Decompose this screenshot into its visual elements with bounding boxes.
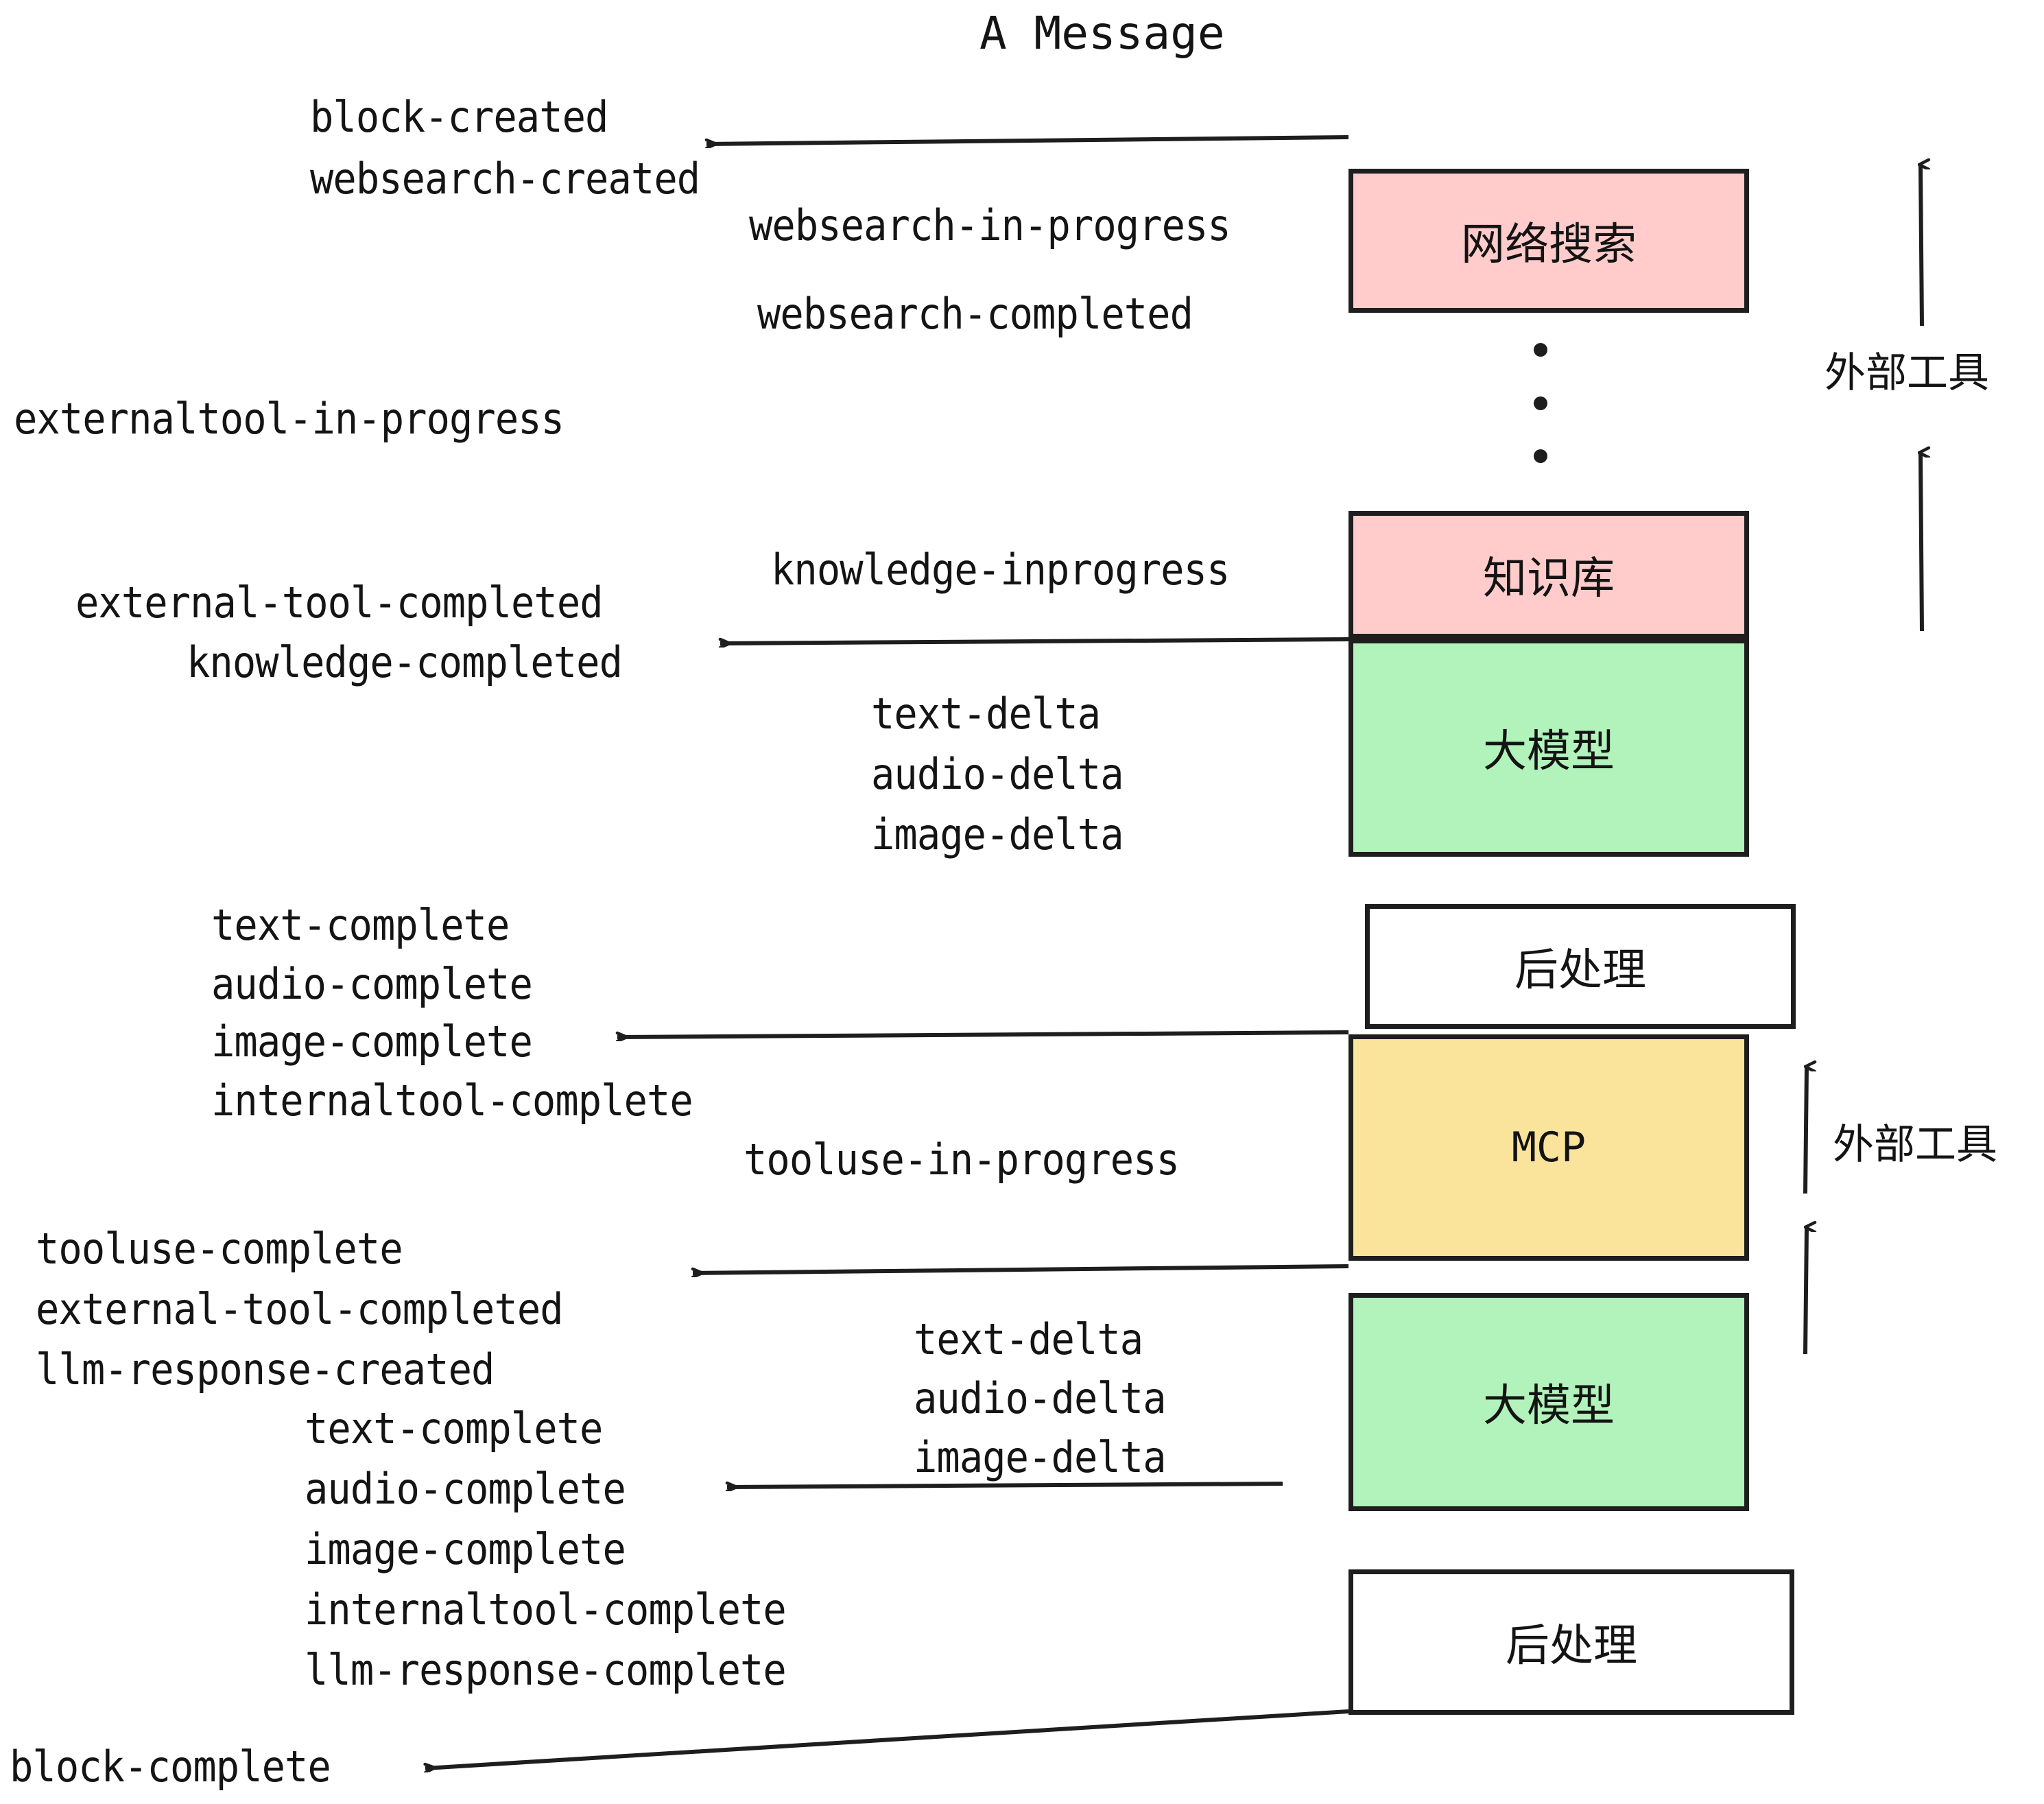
side-label-external-tool-bottom: 外部工具 — [1833, 1111, 1997, 1171]
arrow-knowledge-to-completed — [720, 637, 1349, 643]
event-external-tool-completed-2: external-tool-completed — [36, 1284, 564, 1334]
event-text-delta-2: text-delta — [914, 1314, 1143, 1364]
node-llm-1-label: 大模型 — [1483, 726, 1615, 777]
event-audio-complete-1: audio-complete — [211, 959, 533, 1009]
event-audio-delta-1: audio-delta — [871, 749, 1124, 799]
event-audio-delta-2: audio-delta — [914, 1373, 1167, 1423]
arrow-llm2-to-audiocomplete — [727, 1484, 1283, 1487]
event-externaltool-in-progress: externaltool-in-progress — [14, 394, 565, 444]
event-image-delta-2: image-delta — [914, 1432, 1167, 1482]
event-websearch-completed: websearch-completed — [757, 289, 1193, 339]
ellipsis-vertical — [1532, 343, 1549, 463]
arrow-websearch-to-created — [706, 135, 1349, 144]
event-knowledge-inprogress: knowledge-inprogress — [771, 545, 1230, 595]
arrow-mcp-to-toolusecomplete — [693, 1264, 1349, 1273]
event-websearch-in-progress: websearch-in-progress — [749, 200, 1231, 250]
side-label-external-tool-top-text: 外部工具 — [1825, 349, 1989, 397]
event-tooluse-in-progress: tooluse-in-progress — [744, 1135, 1180, 1185]
page-title: A Message — [979, 7, 1225, 60]
node-postprocess-1-label: 后处理 — [1514, 945, 1646, 996]
event-websearch-created: websearch-created — [310, 154, 700, 204]
arrow-external-tool-bottom-up — [1803, 1067, 1807, 1194]
dot-3 — [1534, 449, 1547, 463]
event-tooluse-complete: tooluse-complete — [36, 1224, 403, 1274]
side-label-external-tool-bottom-text: 外部工具 — [1833, 1121, 1997, 1169]
event-block-complete: block-complete — [10, 1742, 331, 1792]
node-llm-2[interactable]: 大模型 — [1348, 1293, 1749, 1511]
event-text-complete-2: text-complete — [305, 1403, 603, 1453]
arrow-external-tool-top-up — [1921, 165, 1922, 327]
node-postprocess-1[interactable]: 后处理 — [1365, 904, 1796, 1029]
event-llm-response-complete: llm-response-complete — [305, 1645, 787, 1695]
event-llm-response-created: llm-response-created — [36, 1344, 495, 1394]
node-websearch-label: 网络搜索 — [1461, 219, 1637, 270]
event-image-complete-2: image-complete — [305, 1524, 626, 1574]
node-knowledge[interactable]: 知识库 — [1348, 511, 1749, 639]
node-llm-2-label: 大模型 — [1483, 1381, 1615, 1432]
node-knowledge-label: 知识库 — [1483, 554, 1615, 604]
event-external-tool-completed-1: external-tool-completed — [75, 578, 604, 628]
arrow-external-tool-top-down — [1921, 453, 1922, 632]
node-postprocess-2-label: 后处理 — [1506, 1621, 1637, 1672]
node-mcp-label: MCP — [1511, 1124, 1587, 1172]
dot-2 — [1534, 396, 1547, 410]
node-postprocess-2[interactable]: 后处理 — [1348, 1569, 1794, 1715]
side-label-external-tool-top: 外部工具 — [1825, 340, 1989, 399]
arrow-external-tool-bottom-down — [1803, 1227, 1807, 1355]
arrow-postprocess2-to-blockcomplete — [425, 1709, 1349, 1768]
node-mcp[interactable]: MCP — [1348, 1034, 1749, 1261]
event-text-delta-1: text-delta — [871, 689, 1101, 739]
event-internaltool-complete-1: internaltool-complete — [211, 1076, 693, 1126]
dot-1 — [1534, 343, 1547, 357]
event-block-created: block-created — [310, 92, 608, 142]
node-websearch[interactable]: 网络搜索 — [1348, 169, 1749, 313]
event-knowledge-completed: knowledge-completed — [187, 637, 623, 687]
event-image-delta-1: image-delta — [871, 809, 1124, 859]
node-llm-1[interactable]: 大模型 — [1348, 639, 1749, 857]
event-image-complete-1: image-complete — [211, 1017, 533, 1067]
arrow-postprocess1-to-imagecomplete — [617, 1030, 1349, 1037]
event-audio-complete-2: audio-complete — [305, 1464, 626, 1514]
event-text-complete-1: text-complete — [211, 900, 510, 950]
event-internaltool-complete-2: internaltool-complete — [305, 1585, 787, 1635]
